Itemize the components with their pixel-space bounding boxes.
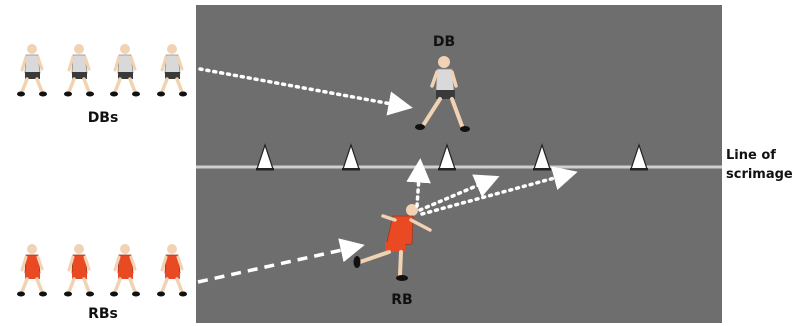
- db-path-dotted-arrow-icon: [198, 67, 413, 116]
- rb-route-3-dotted-arrow-icon: [420, 166, 578, 216]
- rb-approach-dashed-arrow-icon: [197, 238, 365, 284]
- rb-group-label: RBs: [88, 306, 118, 322]
- line-of-scrimmage-label-line1: Line of: [726, 148, 776, 163]
- db-group-label: DBs: [88, 110, 119, 126]
- rb-waiting-figure-icon: [155, 242, 189, 299]
- rb-active-figure-icon: [353, 204, 432, 281]
- rb-waiting-figure-icon: [108, 242, 142, 299]
- rb-label: RB: [391, 292, 412, 308]
- db-waiting-figure-icon: [15, 42, 49, 99]
- line-of-scrimmage-label-line2: scrimage: [726, 167, 793, 182]
- db-active-figure-icon: [415, 56, 470, 132]
- rb-route-1-dotted-arrow-icon: [406, 158, 431, 208]
- db-waiting-figure-icon: [108, 42, 142, 99]
- rb-route-2-dotted-arrow-icon: [418, 174, 500, 212]
- db-label: DB: [433, 34, 455, 50]
- rb-waiting-figure-icon: [62, 242, 96, 299]
- db-waiting-figure-icon: [62, 42, 96, 99]
- rb-waiting-figure-icon: [15, 242, 49, 299]
- db-waiting-figure-icon: [155, 42, 189, 99]
